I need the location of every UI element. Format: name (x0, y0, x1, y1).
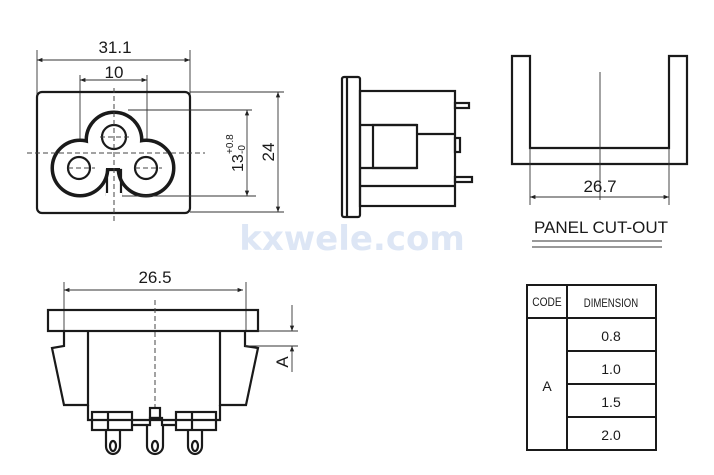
table-cell: 1.0 (601, 361, 621, 377)
bottom-view: 26.5 A (46, 268, 298, 456)
dimension-table: CODE DIMENSION A 0.8 1.0 1.5 2.0 (526, 284, 657, 451)
watermark: kxwele.com (239, 219, 465, 259)
front-view: 31.1 10 13 +0.8 (27, 38, 284, 222)
table-header-code: CODE (532, 296, 561, 309)
table-cell: 2.0 (601, 427, 621, 443)
cutout-height-label: 13 (230, 154, 247, 172)
tolerance-minus: -0 (237, 145, 248, 154)
width-dim-label: 31.1 (98, 38, 131, 57)
table-header-dimension: DIMENSION (584, 297, 638, 310)
table-code-a: A (542, 378, 552, 394)
panel-cutout-title: PANEL CUT-OUT (534, 218, 668, 237)
tolerance-plus: +0.8 (225, 134, 236, 154)
thickness-label: A (273, 356, 292, 368)
cutout-width-label: 26.7 (583, 177, 616, 196)
side-view (340, 75, 474, 219)
table-cell: 1.5 (601, 394, 621, 410)
bottom-width-label: 26.5 (138, 268, 171, 287)
panel-cutout-view: 26.7 PANEL CUT-OUT (510, 54, 689, 248)
table-cell: 0.8 (601, 328, 621, 344)
pin-spacing-label: 10 (105, 63, 124, 82)
height-dim-label: 24 (259, 143, 278, 162)
